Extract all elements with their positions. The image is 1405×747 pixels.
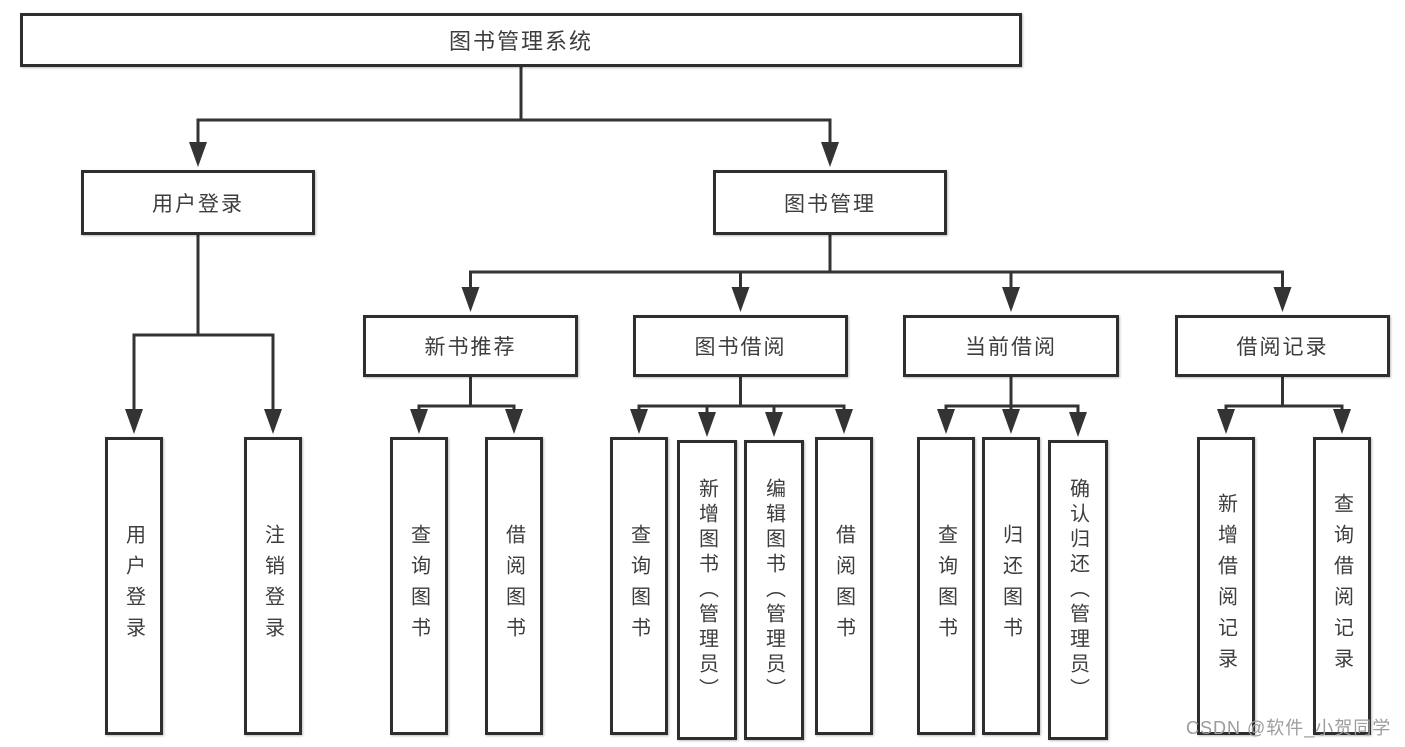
node-label: 新书推荐 <box>424 336 517 359</box>
node-bb-edit-books: 编辑图书（管理员） <box>744 440 804 740</box>
node-label: 图书借阅 <box>694 336 787 359</box>
node-nbr-query-books: 查询图书 <box>390 437 448 735</box>
node-br-query-record: 查询借阅记录 <box>1313 437 1371 735</box>
node-label: 当前借阅 <box>965 336 1057 359</box>
node-label: 确认归还（管理员） <box>1066 477 1089 703</box>
node-label: 新增图书（管理员） <box>695 477 718 703</box>
arrowhead-icon <box>821 142 839 167</box>
node-bb-borrow-books: 借阅图书 <box>815 437 873 735</box>
arrowhead-icon <box>937 409 955 434</box>
node-user-login: 用户登录 <box>81 170 315 235</box>
watermark-text: CSDN @软件_小贺同学 <box>1186 718 1392 738</box>
node-cb-query-books: 查询图书 <box>917 437 975 735</box>
node-bb-query-books: 查询图书 <box>610 437 668 735</box>
node-label: 借阅图书 <box>832 524 855 648</box>
node-label: 用户登录 <box>122 524 145 648</box>
node-label: 用户登录 <box>152 192 244 216</box>
node-book-management: 图书管理 <box>713 170 947 235</box>
node-current-borrowing: 当前借阅 <box>903 315 1119 377</box>
node-book-borrowing: 图书借阅 <box>633 315 848 377</box>
arrowhead-icon <box>1002 287 1020 312</box>
arrowhead-icon <box>765 412 783 437</box>
node-label: 查询图书 <box>934 524 957 648</box>
node-label: 注销登录 <box>261 524 284 648</box>
arrowhead-icon <box>125 409 143 434</box>
arrowhead-icon <box>410 409 428 434</box>
arrowhead-icon <box>835 409 853 434</box>
node-bb-add-books: 新增图书（管理员） <box>677 440 737 740</box>
node-logout: 注销登录 <box>244 437 302 735</box>
arrowhead-icon <box>1333 409 1351 434</box>
node-br-add-record: 新增借阅记录 <box>1197 437 1255 735</box>
node-borrowing-records: 借阅记录 <box>1175 315 1390 377</box>
arrowhead-icon <box>731 287 750 312</box>
arrowhead-icon <box>1002 409 1020 434</box>
node-system: 图书管理系统 <box>20 13 1022 67</box>
arrowhead-icon <box>1069 412 1087 437</box>
node-label: 编辑图书（管理员） <box>762 477 785 703</box>
arrowhead-icon <box>189 142 207 167</box>
node-label: 查询图书 <box>627 524 650 648</box>
node-label: 查询借阅记录 <box>1330 493 1353 679</box>
node-label: 借阅记录 <box>1236 336 1329 359</box>
node-cb-confirm-return: 确认归还（管理员） <box>1048 440 1108 740</box>
node-cb-return-books: 归还图书 <box>982 437 1040 735</box>
arrowhead-icon <box>1273 287 1292 312</box>
node-label: 图书管理系统 <box>448 29 593 54</box>
arrowhead-icon <box>698 412 716 437</box>
arrowhead-icon <box>264 409 282 434</box>
arrowhead-icon <box>630 409 648 434</box>
node-label: 借阅图书 <box>502 524 525 648</box>
arrowhead-icon <box>505 409 523 434</box>
arrowhead-icon <box>1217 409 1235 434</box>
node-label: 图书管理 <box>784 192 876 216</box>
arrowhead-icon <box>461 287 480 312</box>
node-login: 用户登录 <box>105 437 163 735</box>
node-nbr-borrow-books: 借阅图书 <box>485 437 543 735</box>
node-label: 新增借阅记录 <box>1214 493 1237 679</box>
node-label: 归还图书 <box>999 524 1022 648</box>
node-new-book-recommend: 新书推荐 <box>363 315 578 377</box>
node-label: 查询图书 <box>407 524 430 648</box>
